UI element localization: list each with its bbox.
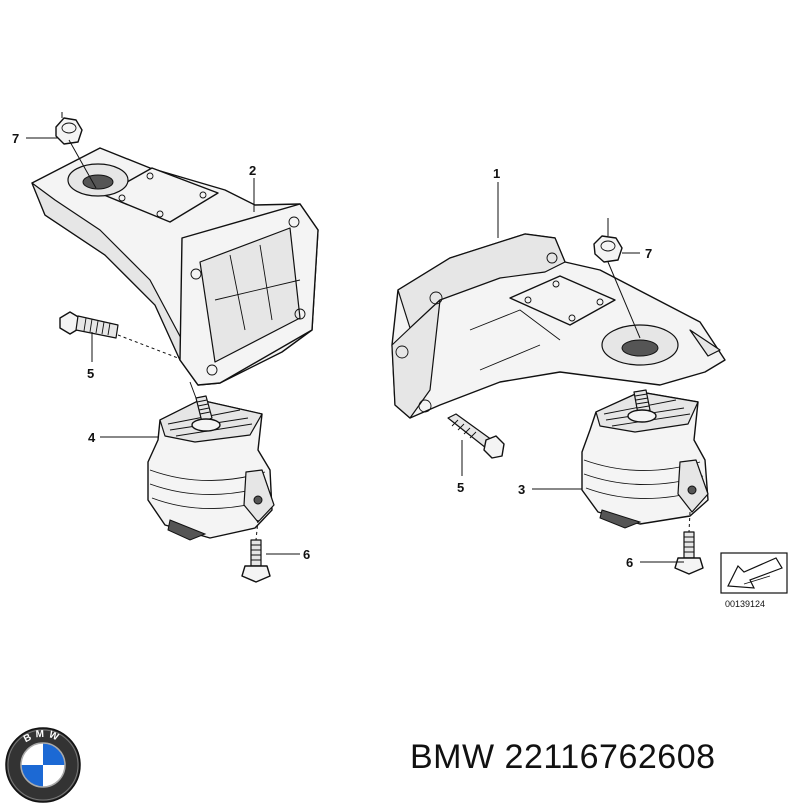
callout-5-right: 5 — [457, 480, 464, 495]
engine-mount-diagram: 7 2 5 4 6 1 7 5 3 6 00139124 — [12, 112, 788, 609]
engine-mount-left — [147, 395, 275, 541]
callout-6-right: 6 — [626, 555, 633, 570]
direction-arrow-box — [720, 552, 788, 594]
callout-5-left: 5 — [87, 366, 94, 381]
callout-4: 4 — [88, 430, 96, 445]
engine-support-bracket-left — [31, 147, 319, 386]
hex-nut-right — [593, 235, 623, 263]
callout-7-left: 7 — [12, 131, 19, 146]
callout-7-right: 7 — [645, 246, 652, 261]
hex-bolt-right — [447, 413, 505, 459]
bmw-roundel-icon: BMW — [5, 727, 81, 803]
leader-lines — [26, 112, 691, 563]
hex-nut-left — [55, 117, 83, 145]
engine-mount-right — [581, 389, 709, 529]
forward-arrow-icon — [727, 557, 783, 589]
callout-6-left: 6 — [303, 547, 310, 562]
mount-bolt-right — [674, 531, 704, 575]
callout-2: 2 — [249, 163, 256, 178]
hex-bolt-left — [59, 311, 119, 339]
drawing-reference-code: 00139124 — [725, 599, 765, 609]
engine-support-bracket-right — [391, 233, 726, 419]
mount-bolt-left — [241, 539, 271, 583]
callout-3: 3 — [518, 482, 525, 497]
part-number-label: BMW 22116762608 — [410, 738, 716, 776]
callout-1: 1 — [493, 166, 500, 181]
